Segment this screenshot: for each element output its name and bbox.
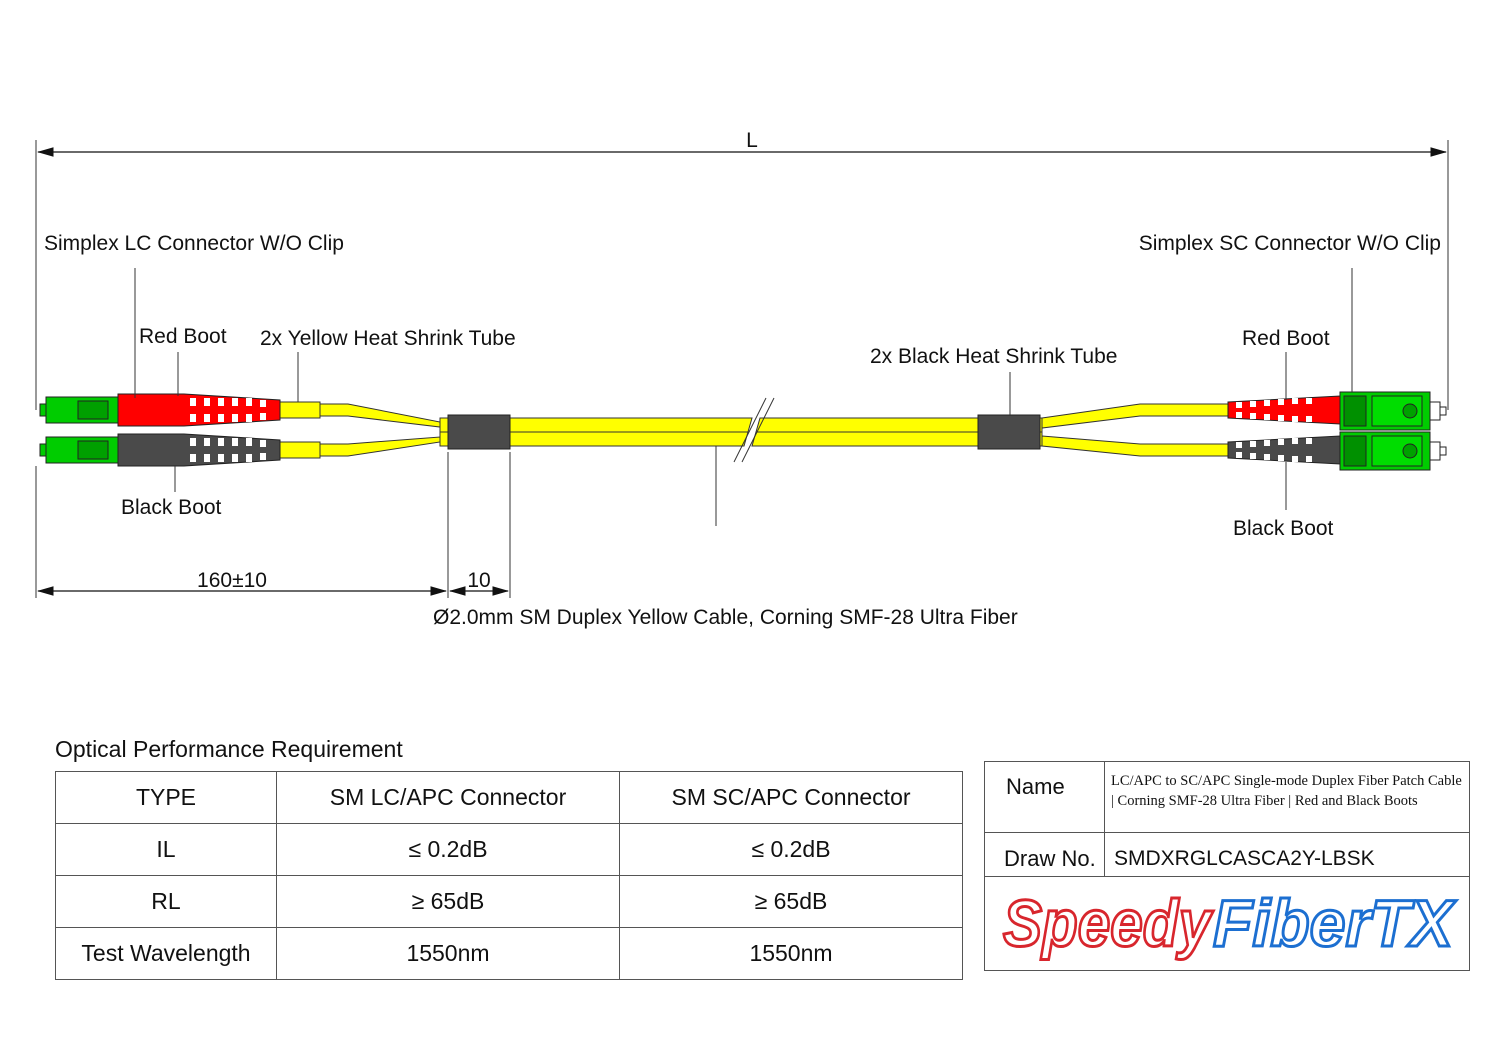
right-connector-label: Simplex SC Connector W/O Clip <box>1139 232 1441 255</box>
sc-connector-lower <box>1339 431 1447 471</box>
row-value-lc: ≥ 65dB <box>276 875 620 928</box>
left-black-shrink-tube <box>447 414 511 450</box>
row-value-sc: 1550nm <box>619 927 963 980</box>
left-red-boot <box>117 393 281 427</box>
logo-fibertx: FiberTX <box>1213 886 1457 960</box>
row-value-lc: ≤ 0.2dB <box>276 823 620 876</box>
name-row: Name LC/APC to SC/APC Single-mode Duplex… <box>985 762 1469 833</box>
speedyfibertx-logo: Speedy FiberTX <box>1002 885 1459 962</box>
left-red-boot-label: Red Boot <box>139 325 227 348</box>
row-label: RL <box>55 875 277 928</box>
cable-spec-label: Ø2.0mm SM Duplex Yellow Cable, Corning S… <box>433 606 1018 629</box>
cable-drawing: L <box>35 129 1449 629</box>
overall-dimension: L <box>35 129 1449 410</box>
left-black-boot-label: Black Boot <box>121 496 222 519</box>
table-row: Test Wavelength 1550nm 1550nm <box>55 927 963 980</box>
performance-table: TYPE SM LC/APC Connector SM SC/APC Conne… <box>55 771 963 980</box>
divider <box>1104 832 1105 876</box>
row-value-sc: ≥ 65dB <box>619 875 963 928</box>
draw-number-row: Draw No. SMDXRGLCASCA2Y-LBSK <box>985 832 1469 877</box>
yellow-shrink-tube-label: 2x Yellow Heat Shrink Tube <box>260 327 516 350</box>
sc-connector-upper <box>1339 391 1447 431</box>
table-header-row: TYPE SM LC/APC Connector SM SC/APC Conne… <box>55 771 963 824</box>
right-red-boot <box>1227 395 1341 425</box>
table-row: RL ≥ 65dB ≥ 65dB <box>55 875 963 928</box>
left-black-boot <box>117 433 281 467</box>
logo-speedy: Speedy <box>1003 886 1214 960</box>
leader-lines <box>134 268 1353 510</box>
row-label: Test Wavelength <box>55 927 277 980</box>
right-red-boot-label: Red Boot <box>1242 327 1330 350</box>
table-row: IL ≤ 0.2dB ≤ 0.2dB <box>55 823 963 876</box>
header-type: TYPE <box>55 771 277 824</box>
lc-connector-lower <box>39 436 119 464</box>
draw-number-label: Draw No. <box>1004 846 1096 871</box>
dimension-l-label: L <box>746 129 758 152</box>
title-block: Name LC/APC to SC/APC Single-mode Duplex… <box>984 761 1470 971</box>
right-black-shrink-tube <box>977 414 1041 450</box>
lc-connector-upper <box>39 396 119 424</box>
row-value-lc: 1550nm <box>276 927 620 980</box>
name-value: LC/APC to SC/APC Single-mode Duplex Fibe… <box>1111 773 1462 809</box>
name-label: Name <box>1006 774 1065 799</box>
performance-title: Optical Performance Requirement <box>55 736 403 762</box>
yellow-shrink-tube-upper <box>279 401 321 419</box>
tube-length-label: 10 <box>467 569 490 592</box>
breakout-dimension: 160±10 10 <box>35 452 511 598</box>
yellow-shrink-tube-lower <box>279 441 321 459</box>
row-value-sc: ≤ 0.2dB <box>619 823 963 876</box>
draw-number-value: SMDXRGLCASCA2Y-LBSK <box>1114 847 1375 870</box>
header-lc: SM LC/APC Connector <box>276 771 620 824</box>
divider <box>1104 762 1105 832</box>
left-connector-label: Simplex LC Connector W/O Clip <box>44 232 344 255</box>
black-shrink-tube-label: 2x Black Heat Shrink Tube <box>870 345 1117 368</box>
header-sc: SM SC/APC Connector <box>619 771 963 824</box>
row-label: IL <box>55 823 277 876</box>
right-black-boot <box>1227 435 1341 465</box>
breakout-length-label: 160±10 <box>197 569 267 592</box>
right-black-boot-label: Black Boot <box>1233 517 1334 540</box>
